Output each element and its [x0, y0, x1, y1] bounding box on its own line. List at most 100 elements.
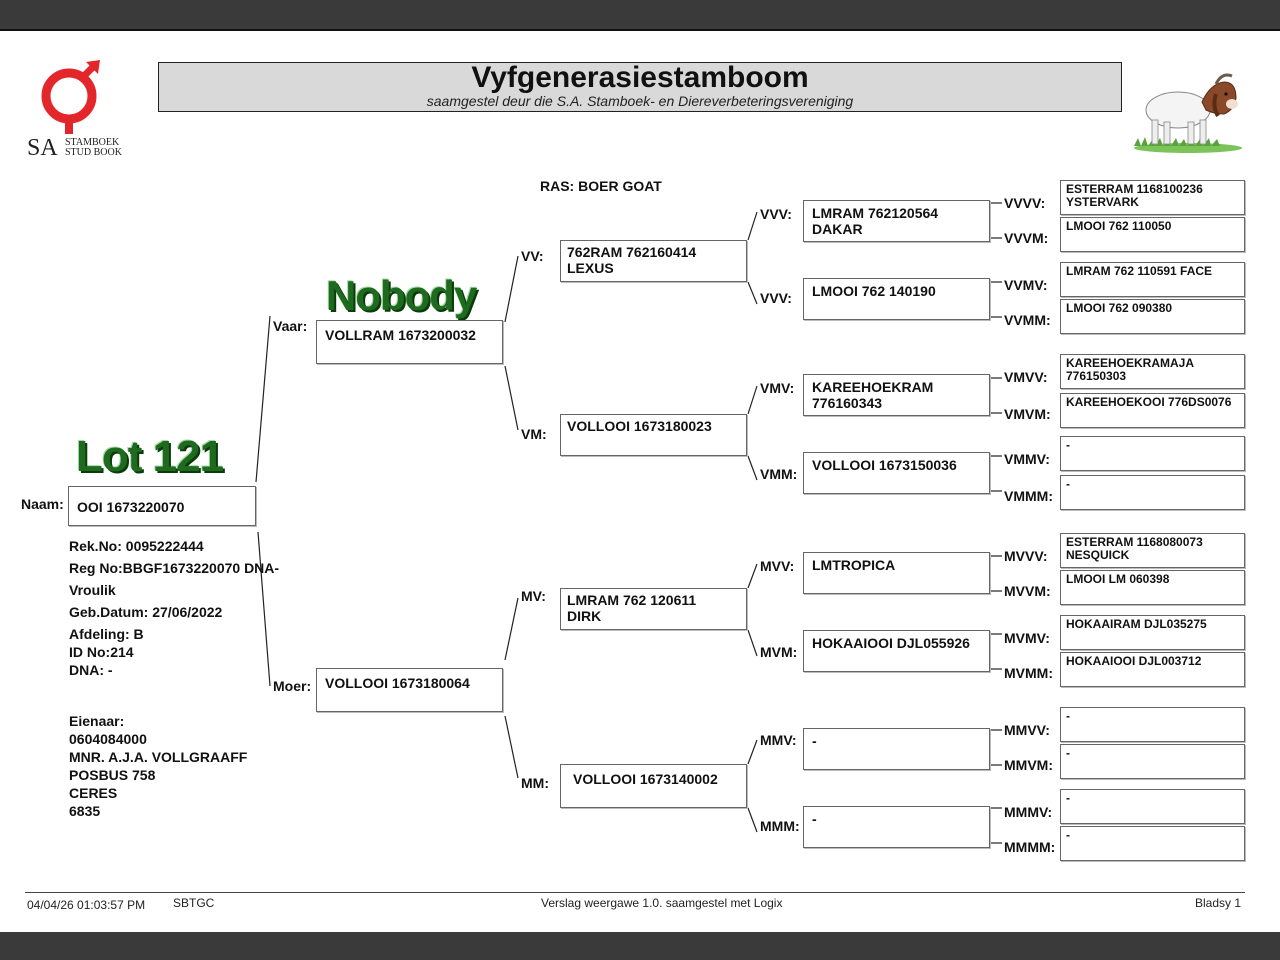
- mv-label: MV:: [521, 588, 546, 604]
- g5-label: VMVM:: [1004, 406, 1051, 422]
- logo-subtext: STAMBOEK STUD BOOK: [65, 137, 122, 158]
- g5-line1: HOKAAIRAM DJL035275: [1066, 617, 1207, 631]
- g5-line1: ESTERRAM 1168080073: [1066, 535, 1203, 549]
- page-title: Vyfgenerasiestamboom: [471, 61, 809, 94]
- g5-line1: ESTERRAM 1168100236: [1066, 182, 1203, 196]
- g5-line1: LMOOI 762 110050: [1066, 219, 1172, 233]
- bottom-dark-bar: [0, 932, 1280, 960]
- mvv-label: MVV:: [760, 558, 795, 574]
- g5-box: LMOOI 762 090380: [1060, 299, 1245, 334]
- owner-details: Eienaar: 0604084000 MNR. A.J.A. VOLLGRAA…: [69, 712, 247, 820]
- vmm-label: VMM:: [760, 466, 798, 482]
- moer-label: Moer:: [273, 678, 312, 694]
- vmm-box: VOLLOOI 1673150036: [803, 452, 990, 494]
- vv-label: VV:: [521, 248, 544, 264]
- g5-line1: LMRAM 762 110591 FACE: [1066, 264, 1213, 278]
- g5-box: HOKAAIOOI DJL003712: [1060, 652, 1245, 687]
- g5-box: LMOOI LM 060398: [1060, 570, 1245, 605]
- g5-line2: 776150303: [1066, 369, 1127, 383]
- g5-box: -: [1060, 826, 1245, 861]
- animal-name: OOI 1673220070: [77, 499, 185, 515]
- g5-label: VMMV:: [1004, 451, 1050, 467]
- owner-address2: CERES: [69, 785, 118, 801]
- mmv-label: MMV:: [760, 732, 797, 748]
- afdeling: Afdeling: B: [69, 626, 144, 642]
- animal-name-box: OOI 1673220070: [68, 486, 256, 526]
- moer-box: VOLLOOI 1673180064: [316, 668, 503, 712]
- rek-no: Rek.No: 0095222444: [69, 538, 204, 554]
- g5-box: KAREEHOEKOOI 776DS0076: [1060, 393, 1245, 428]
- vvv1-label: VVV:: [760, 206, 792, 222]
- g5-box: -: [1060, 475, 1245, 510]
- g5-label: VVVM:: [1004, 230, 1049, 246]
- g5-label: MMMM:: [1004, 839, 1056, 855]
- moer-name: VOLLOOI 1673180064: [325, 675, 470, 691]
- g5-label: VVMM:: [1004, 312, 1051, 328]
- footer-divider: [25, 892, 1245, 893]
- g5-line1: -: [1066, 438, 1070, 452]
- footer-report: Verslag weergawe 1.0. saamgestel met Log…: [541, 896, 783, 910]
- g5-line1: -: [1066, 791, 1070, 805]
- logo-sa-text: SA: [27, 135, 58, 161]
- vmv-label: VMV:: [760, 380, 795, 396]
- mmm-label: MMM:: [760, 818, 800, 834]
- g5-line1: KAREEHOEKRAMAJA: [1066, 356, 1195, 370]
- lot-number-overlay: Lot 121: [76, 432, 224, 481]
- g5-label: VVMV:: [1004, 277, 1048, 293]
- page-subtitle: saamgestel deur die S.A. Stamboek- en Di…: [426, 93, 854, 109]
- owner-name: MNR. A.J.A. VOLLGRAAFF: [69, 749, 248, 765]
- footer-page: Bladsy 1: [1195, 896, 1242, 910]
- vaar-label: Vaar:: [273, 318, 308, 334]
- g5-line2: YSTERVARK: [1066, 195, 1139, 209]
- mmv-box: -: [803, 728, 990, 770]
- g5-label: MMVV:: [1004, 722, 1050, 738]
- mm-label: MM:: [521, 775, 549, 791]
- nobody-overlay: Nobody: [326, 272, 477, 319]
- sa-studbook-logo-icon: [41, 60, 100, 134]
- g5-line2: NESQUICK: [1066, 548, 1130, 562]
- g5-label: MVMV:: [1004, 630, 1050, 646]
- mvm-box: HOKAAIOOI DJL055926: [803, 630, 990, 672]
- birth-date: Geb.Datum: 27/06/2022: [69, 604, 223, 620]
- top-bar-edge: [0, 29, 1280, 31]
- owner-number: 0604084000: [69, 731, 147, 747]
- mm-box: VOLLOOI 1673140002: [560, 764, 747, 808]
- g5-line1: -: [1066, 477, 1070, 491]
- g5-box: LMRAM 762 110591 FACE: [1060, 262, 1245, 297]
- mmm-box: -: [803, 806, 990, 848]
- id-no: ID No:214: [69, 644, 134, 660]
- mvv-box: LMTROPICA: [803, 552, 990, 594]
- g5-label: MVMM:: [1004, 665, 1053, 681]
- vaar-name: VOLLRAM 1673200032: [325, 327, 476, 343]
- g5-line1: HOKAAIOOI DJL003712: [1066, 654, 1202, 668]
- g5-line1: LMOOI 762 090380: [1066, 301, 1173, 315]
- g5-line1: LMOOI LM 060398: [1066, 572, 1170, 586]
- vm-box: VOLLOOI 1673180023: [560, 414, 747, 456]
- mvm-label: MVM:: [760, 644, 798, 660]
- g5-label: MMMV:: [1004, 804, 1053, 820]
- g5-line1: KAREEHOEKOOI 776DS0076: [1066, 395, 1232, 409]
- owner-label: Eienaar:: [69, 713, 125, 729]
- g5-box: -: [1060, 436, 1245, 471]
- vaar-box: VOLLRAM 1673200032: [316, 320, 503, 364]
- g5-box: LMOOI 762 110050: [1060, 217, 1245, 252]
- g5-label: MVVV:: [1004, 548, 1048, 564]
- owner-address1: POSBUS 758: [69, 767, 156, 783]
- reg-no: Reg No:BBGF1673220070 DNA-: [69, 560, 280, 576]
- boer-goat-illustration-icon: [1134, 73, 1242, 153]
- vvv2-label: VVV:: [760, 290, 792, 306]
- gender: Vroulik: [69, 582, 116, 598]
- g5-box: -: [1060, 707, 1245, 742]
- g5-line1: -: [1066, 828, 1070, 842]
- g5-line1: -: [1066, 709, 1070, 723]
- g5-label: MVVM:: [1004, 583, 1051, 599]
- vvv2-box: LMOOI 762 140190: [803, 278, 990, 320]
- vm-label: VM:: [521, 426, 547, 442]
- animal-details: Rek.No: 0095222444 Reg No:BBGF1673220070…: [69, 537, 279, 679]
